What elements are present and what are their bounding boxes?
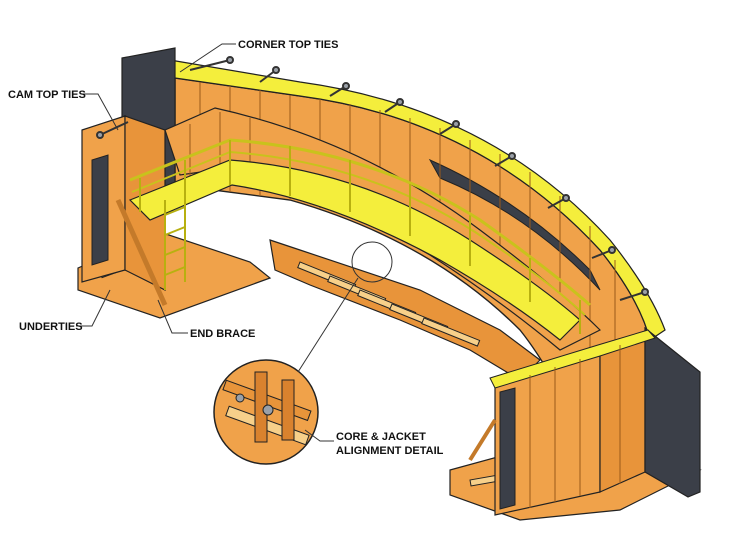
leader-lines [76,43,359,442]
arc-top-tie [439,120,460,135]
arc-top-tie [329,82,350,97]
right-form-top [489,329,656,389]
arc-top-tie [384,98,404,113]
right-form-ribs [529,345,621,508]
arc-top-tie [494,152,516,167]
walkway-rail-mid [131,150,586,316]
walkway-deck [128,159,581,341]
leader-detail [297,277,359,373]
arc-top-tie [547,194,570,209]
arc-top-tie [591,246,616,259]
label-cam-top-ties: CAM TOP TIES [8,89,86,101]
right-end-form [489,326,701,516]
label-corner-top-ties: CORNER TOP TIES [238,39,338,51]
label-core-jacket-line1: CORE & JACKET [336,431,426,443]
walkway [128,138,591,341]
end-brace [115,198,497,462]
corner-top-tie [189,56,234,71]
top-ties [96,56,649,301]
detail-inset-parts [222,371,312,446]
arc-top-tie [259,66,280,83]
left-inner-steel [91,154,109,266]
leader-core-jacket [304,429,334,442]
right-form-side [599,334,646,493]
ladder [164,192,186,290]
arc-top-tie [619,288,649,301]
leader-corner-top-ties [179,43,236,73]
end-brace-strut [115,198,168,307]
leader-end-brace [157,299,188,334]
label-end-brace: END BRACE [190,328,255,340]
core-jacket-detail-inset [213,359,319,465]
cam-top-tie [96,121,129,139]
leader-cam-top-ties [82,93,119,131]
right-inner-steel [499,387,516,510]
outer-wall-steel-strip [428,158,601,291]
right-end-brace-strut [468,418,497,462]
label-underties: UNDERTIES [19,321,83,333]
right-steel-back [644,326,701,498]
left-end-form [81,47,176,291]
walkway-rail-top [129,138,591,307]
leader-underties [76,289,111,327]
walkway-posts [139,140,581,334]
detail-target-circle [351,241,393,283]
label-core-jacket-line2: ALIGNMENT DETAIL [336,445,444,457]
